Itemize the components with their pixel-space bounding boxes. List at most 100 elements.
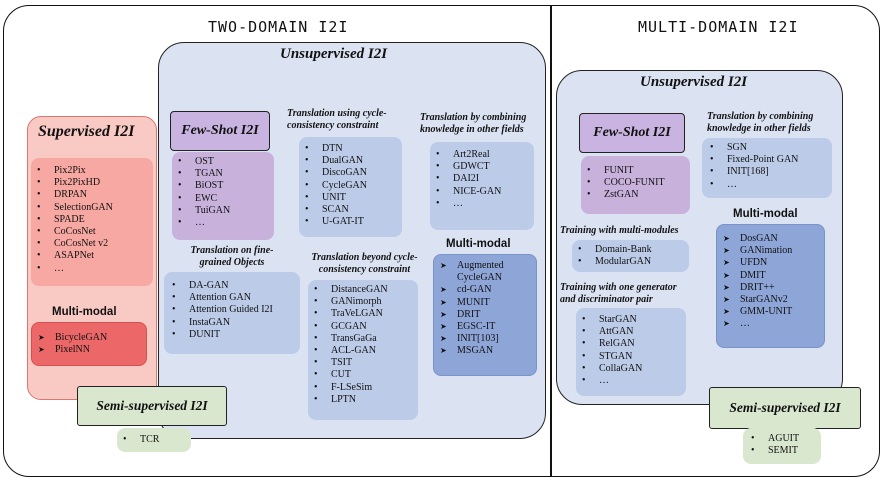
bullet-icon: • <box>710 166 714 178</box>
list-item: •… <box>436 198 501 210</box>
bullet-icon: • <box>178 217 182 229</box>
list-item-text: DAI2I <box>453 173 480 185</box>
list-item-text: AttGAN <box>599 326 634 338</box>
list-item: •AGUIT <box>751 433 799 445</box>
list-item: •… <box>178 217 230 229</box>
bullet-icon: • <box>178 180 182 192</box>
bullet-icon: • <box>305 179 309 191</box>
cycle-label: Translation using cycle-consistency cons… <box>287 108 387 131</box>
list-item: ➤MUNIT <box>440 297 504 309</box>
two-semisupervised-label: Semi-supervised I2I <box>77 386 227 426</box>
bullet-icon: • <box>582 314 586 325</box>
bullet-icon: • <box>578 244 582 255</box>
list-item-text: EWC <box>195 192 218 204</box>
list-item: •U-GAT-IT <box>305 216 367 228</box>
list-item: •SGN <box>710 142 798 154</box>
list-item: •SEMIT <box>751 445 799 457</box>
multi-fewshot-box: •FUNIT•COCO-FUNIT•ZstGAN <box>581 156 690 214</box>
arrow-bullet-icon: ➤ <box>440 334 447 344</box>
arrow-bullet-icon: ➤ <box>38 345 45 355</box>
multi-combine-label: Translation by combining knowledge in ot… <box>707 111 814 134</box>
bullet-icon: • <box>587 177 591 189</box>
multi-unsupervised-title: Unsupervised I2I <box>640 74 748 90</box>
list-item-text: SEMIT <box>768 445 798 457</box>
list-item-text: TSIT <box>331 357 353 369</box>
list-item: ➤cd-GAN <box>440 284 504 296</box>
bullet-icon: • <box>436 161 440 173</box>
bullet-icon: • <box>578 256 582 268</box>
bullet-icon: • <box>314 357 318 369</box>
list-item: •DTN <box>305 143 367 155</box>
list-item: • GCGAN <box>314 321 388 333</box>
list-item: •Pix2Pix <box>37 165 113 177</box>
list-item-text: BiOST <box>195 180 224 192</box>
beyond-list: •DistanceGAN•GANimorph•TraVeLGAN•GCGAN•T… <box>314 284 388 406</box>
bullet-icon: • <box>314 320 318 332</box>
list-item-text: F-LSeSim <box>331 381 373 393</box>
bullet-icon: • <box>314 308 318 320</box>
bullet-icon: • <box>37 189 41 201</box>
list-item-text: INIT[103] <box>457 333 499 345</box>
bullet-icon: • <box>314 369 318 381</box>
bullet-icon: • <box>582 362 586 374</box>
multi-semisupervised-label: Semi-supervised I2I <box>709 387 861 429</box>
bullet-icon: • <box>436 197 440 209</box>
bullet-icon: • <box>314 381 318 393</box>
bullet-icon: • <box>436 173 440 185</box>
list-item-text: … <box>740 318 750 330</box>
list-item: ➤BicycleGAN <box>38 332 107 344</box>
list-item-text: DRIT <box>457 308 481 320</box>
multi-combine-box: •SGN•Fixed-Point GAN•INIT[168]•… <box>702 138 832 198</box>
two-fewshot-label: Few-Shot I2I <box>170 111 270 151</box>
list-item-text: PixelNN <box>55 344 90 356</box>
list-item-text: CycleGAN <box>457 272 502 284</box>
multi-multimodal-label: Multi-modal <box>733 208 798 220</box>
list-item-text: SGN <box>727 142 748 153</box>
list-item-text: … <box>599 375 609 387</box>
arrow-bullet-icon: ➤ <box>723 258 730 268</box>
list-item-text: Attention Guided I2I <box>189 304 273 316</box>
list-item-text: DualGAN <box>322 155 364 167</box>
list-item: •Domain-Bank <box>578 244 652 256</box>
arrow-bullet-icon: ➤ <box>723 319 730 329</box>
two-multimodal-label: Multi-modal <box>446 238 511 250</box>
list-item: •DUNIT <box>172 329 273 341</box>
list-item-text: ACL-GAN <box>331 345 376 357</box>
list-item-text: INIT[168] <box>727 166 769 178</box>
list-item-text: LPTN <box>331 393 356 405</box>
list-item-text: CycleGAN <box>322 179 367 191</box>
list-item-text: … <box>727 178 737 190</box>
list-item-text: NICE-GAN <box>453 185 502 197</box>
list-item-text: GMM-UNIT <box>740 306 793 318</box>
list-item-text: … <box>54 262 64 274</box>
list-item: •STGAN <box>582 351 642 363</box>
bullet-icon: • <box>123 434 127 445</box>
bullet-icon: • <box>582 350 586 362</box>
list-item: • TSIT <box>314 357 388 369</box>
multi-fewshot-list: •FUNIT•COCO-FUNIT•ZstGAN <box>587 165 665 202</box>
list-item-text: … <box>195 217 205 229</box>
list-item: ➤GMM-UNIT <box>723 306 792 318</box>
supervised-multimodal-list: ➤BicycleGAN➤ PixelNN <box>38 332 107 356</box>
list-item-text: GCGAN <box>331 320 367 332</box>
list-item-text: StarGANv2 <box>740 294 788 306</box>
list-item: ➤… <box>723 318 792 330</box>
bullet-icon: • <box>710 178 714 190</box>
two-fewshot-box: •OST•TGAN•BiOST•EWC•TuiGAN•… <box>172 152 274 240</box>
list-item: ➤ PixelNN <box>38 344 107 356</box>
arrow-bullet-icon: ➤ <box>440 322 447 332</box>
list-item: •SCAN <box>305 204 367 216</box>
list-item: •ASAPNet <box>37 250 113 262</box>
finegrained-box: •DA-GAN•Attention GAN•Attention Guided I… <box>164 272 300 354</box>
list-item: •UNIT <box>305 192 367 204</box>
two-fewshot-list: •OST•TGAN•BiOST•EWC•TuiGAN•… <box>178 156 230 229</box>
list-item: ➤Augmented <box>440 260 504 272</box>
supervised-multimodal-box: ➤BicycleGAN➤ PixelNN <box>31 322 147 366</box>
multi-domain-heading: MULTI-DOMAIN I2I <box>638 18 799 36</box>
list-item: •GDWCT <box>436 161 501 173</box>
list-item: •COCO-FUNIT <box>587 177 665 189</box>
bullet-icon: • <box>37 201 41 213</box>
list-item-text: OST <box>195 156 214 167</box>
list-item: •TuiGAN <box>178 205 230 217</box>
